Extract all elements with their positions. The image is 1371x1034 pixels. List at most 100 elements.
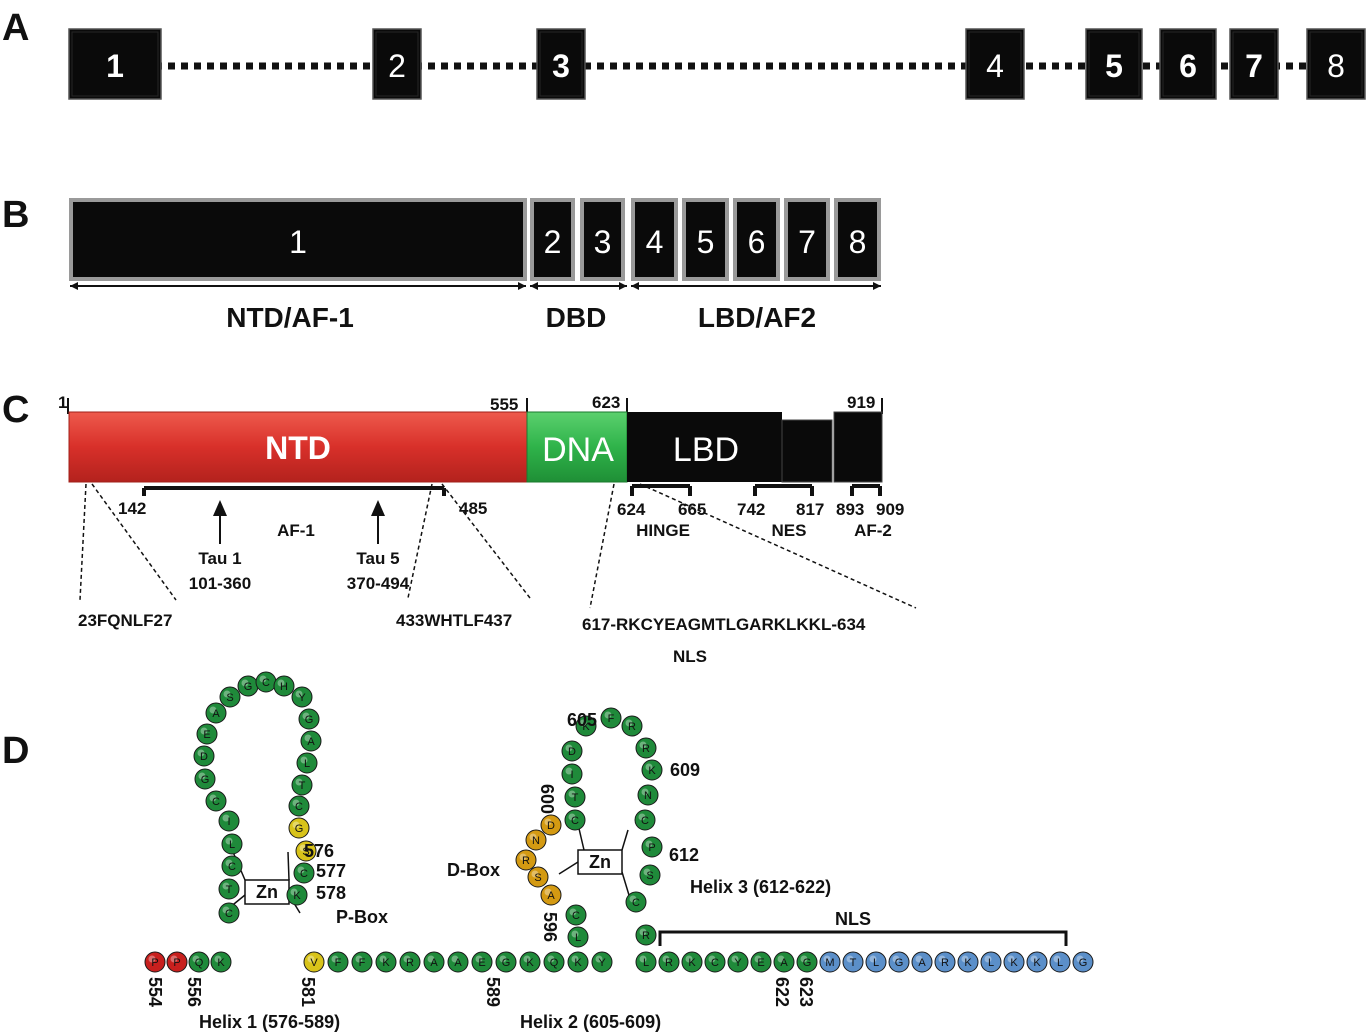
svg-text:C: C — [572, 910, 580, 922]
svg-text:G: G — [803, 957, 812, 969]
svg-text:Y: Y — [298, 692, 306, 704]
residue-tail-17: K — [1026, 951, 1048, 973]
zn-label-1: Zn — [256, 882, 278, 902]
svg-text:N: N — [532, 835, 540, 847]
exon-box-4: 4 — [965, 28, 1025, 100]
svg-text:K: K — [382, 957, 390, 969]
residue-loop1-1: T — [218, 878, 240, 900]
residue-loop1-16: A — [300, 730, 322, 752]
exon-label-7: 7 — [1245, 48, 1263, 84]
svg-text:F: F — [335, 957, 342, 969]
svg-text:R: R — [642, 743, 650, 755]
residue-tail-19: G — [1072, 951, 1094, 973]
exon-box-2: 2 — [372, 28, 422, 100]
motif2-callout-right — [441, 483, 531, 599]
mrna-exon-1: 1 — [69, 198, 527, 281]
nes-bracket — [753, 484, 814, 496]
residue-tail-13: R — [934, 951, 956, 973]
svg-text:K: K — [582, 721, 590, 733]
residue-tail-0: L — [635, 951, 657, 973]
ntd-domain-bar — [68, 411, 528, 483]
exon-box-3: 3 — [536, 28, 586, 100]
residue-loop2-19: S — [639, 864, 661, 886]
lbd-domain-bar — [627, 412, 782, 482]
svg-text:G: G — [895, 957, 904, 969]
svg-text:R: R — [628, 721, 636, 733]
svg-text:L: L — [304, 758, 310, 770]
svg-text:K: K — [574, 957, 582, 969]
pos-label-623: 623 — [796, 977, 816, 1007]
svg-text:R: R — [522, 855, 530, 867]
residue-loop1-0: C — [218, 902, 240, 924]
svg-text:R: R — [642, 930, 650, 942]
exon-label-2: 2 — [388, 48, 406, 84]
zn-label-2: Zn — [589, 852, 611, 872]
lbd-segment-b — [781, 419, 833, 483]
exon-label-6: 6 — [1179, 48, 1197, 84]
af2-label: AF-2 — [854, 521, 892, 540]
residue-loop2-3: S — [527, 866, 549, 888]
svg-text:R: R — [665, 957, 673, 969]
residue-loop2-10: D — [561, 740, 583, 762]
pos-label-576: 576 — [304, 841, 334, 861]
residue-tail-15: L — [980, 951, 1002, 973]
lbd-segment-c — [833, 411, 883, 483]
helix2-label: Helix 2 (605-609) — [520, 1012, 661, 1032]
mrna-exon-8: 8 — [834, 198, 881, 281]
svg-text:K: K — [1033, 957, 1041, 969]
mrna-exon-label-3: 3 — [594, 224, 612, 260]
pos-label-578: 578 — [316, 883, 346, 903]
residue-loop1-11: G — [237, 675, 259, 697]
residue-loop1-4: I — [218, 810, 240, 832]
svg-text:C: C — [228, 861, 236, 873]
mrna-exon-label-8: 8 — [849, 224, 867, 260]
svg-text:R: R — [406, 957, 414, 969]
residue-tail-10: L — [865, 951, 887, 973]
residue-loop2-4: R — [515, 849, 537, 871]
residue-tail-5: E — [750, 951, 772, 973]
residue-linker-14: Q — [543, 951, 565, 973]
pos-label-919: 919 — [847, 393, 875, 412]
motif2-callout-left — [407, 483, 433, 599]
residue-loop2-8: T — [564, 786, 586, 808]
residue-loop1-14: Y — [291, 686, 313, 708]
residue-loop2-15: K — [641, 759, 663, 781]
svg-text:K: K — [688, 957, 696, 969]
mrna-exon-label-2: 2 — [544, 224, 562, 260]
zn-box-2 — [577, 849, 623, 875]
d-box-label: D-Box — [447, 860, 500, 880]
residue-loop1-18: T — [291, 774, 313, 796]
af1-start-label: 142 — [118, 499, 146, 518]
pos-label-581: 581 — [298, 977, 318, 1007]
svg-text:V: V — [310, 957, 318, 969]
domain-label-lbd-af2: LBD/AF2 — [698, 302, 816, 333]
residue-loop2-7: C — [564, 809, 586, 831]
residue-linker-4: V — [303, 951, 325, 973]
motif1-label: 23FQNLF27 — [78, 611, 172, 630]
svg-text:C: C — [225, 908, 233, 920]
svg-text:C: C — [295, 801, 303, 813]
nls-sequence-label: 617-RKCYEAGMTLGARKLKKL-634 — [582, 615, 866, 634]
pos-label-612: 612 — [669, 845, 699, 865]
residue-linker-3: K — [210, 951, 232, 973]
svg-text:D: D — [547, 820, 555, 832]
svg-text:E: E — [203, 729, 210, 741]
mrna-exon-5: 5 — [682, 198, 729, 281]
nes-label: NES — [772, 521, 807, 540]
residue-loop2-1: C — [565, 904, 587, 926]
hinge-end-label: 665 — [678, 500, 706, 519]
residue-linker-10: A — [447, 951, 469, 973]
svg-text:K: K — [526, 957, 534, 969]
svg-text:F: F — [359, 957, 366, 969]
svg-text:R: R — [941, 957, 949, 969]
svg-text:L: L — [575, 932, 581, 944]
svg-text:Q: Q — [550, 957, 559, 969]
pos-label-596: 596 — [540, 912, 560, 942]
exon-box-8: 8 — [1306, 28, 1366, 100]
panel-letter-d: D — [2, 730, 29, 772]
residue-tail-14: K — [957, 951, 979, 973]
svg-text:I: I — [227, 816, 230, 828]
tau5-name: Tau 5 — [356, 549, 399, 568]
svg-text:C: C — [212, 796, 220, 808]
